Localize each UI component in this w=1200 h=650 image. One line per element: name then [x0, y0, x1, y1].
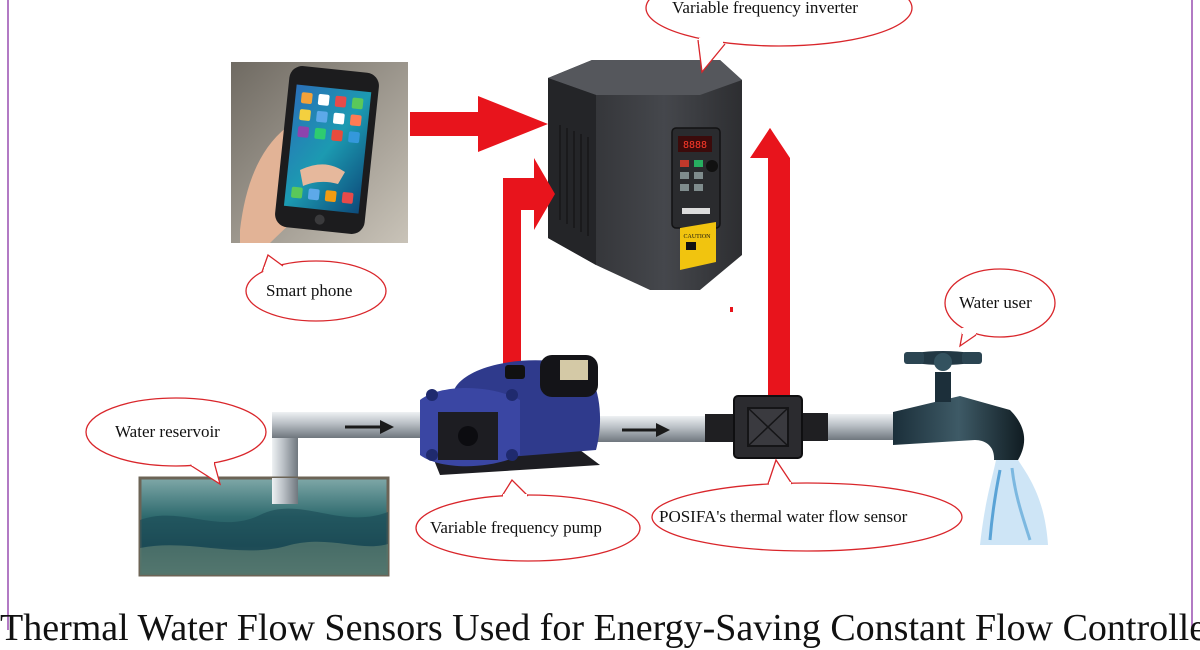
label-water-reservoir: Water reservoir: [115, 422, 220, 441]
label-inverter: Variable frequency inverter: [672, 0, 858, 17]
bubble-sensor: [651, 458, 963, 552]
label-smart-phone: Smart phone: [266, 281, 353, 300]
bubble-phone: [245, 253, 387, 322]
pipe-sensor-to-tap: [820, 414, 895, 440]
svg-text:8888: 8888: [683, 140, 707, 151]
label-flow-sensor: POSIFA's thermal water flow sensor: [659, 507, 908, 526]
bubble-pump: [415, 478, 641, 562]
pump-image: [420, 355, 601, 475]
small-red-mark: [730, 307, 733, 312]
water-tap-image: [893, 351, 1048, 545]
flow-sensor-image: [705, 395, 828, 459]
diagram-caption: Thermal Water Flow Sensors Used for Ener…: [0, 607, 1200, 649]
pipe-reservoir-to-pump: [272, 412, 442, 438]
water-reservoir-image: [138, 476, 390, 577]
diagram-canvas: 8888 CAUTION: [7, 0, 1193, 630]
label-water-user: Water user: [959, 293, 1032, 312]
frame-border: [7, 0, 1193, 630]
arrow-sensor-to-inverter: [750, 128, 790, 396]
label-pump: Variable frequency pump: [430, 518, 602, 537]
flow-arrow-2: [622, 423, 670, 437]
arrow-pump-to-inverter: [503, 158, 555, 365]
bubble-inverter: [645, 0, 913, 74]
smartphone-image: [231, 62, 408, 243]
caution-label: CAUTION: [684, 234, 712, 240]
flow-arrow-1: [345, 420, 394, 434]
arrow-phone-to-inverter: [410, 96, 548, 152]
bubble-reservoir: [85, 397, 267, 486]
inverter-image: 8888 CAUTION: [548, 60, 742, 290]
bubble-user: [944, 268, 1056, 348]
